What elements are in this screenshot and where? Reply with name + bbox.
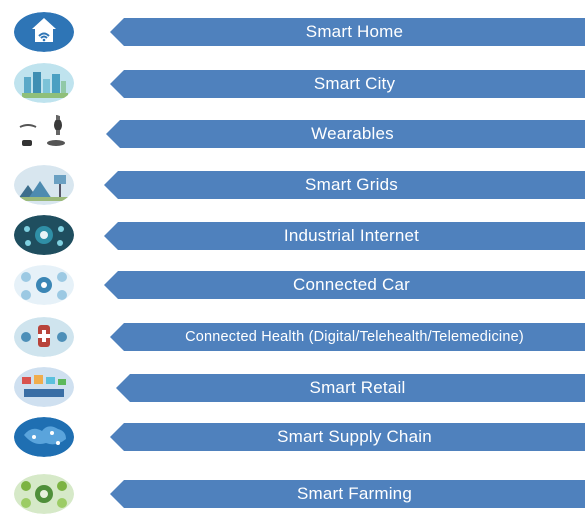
smart-farming-icon: [14, 474, 74, 514]
label-arrow-smart-retail: Smart Retail: [116, 374, 585, 402]
label-arrow-smart-home: Smart Home: [110, 18, 585, 46]
label-arrow-smart-grids: Smart Grids: [104, 171, 585, 199]
label-arrow-smart-farming: Smart Farming: [110, 480, 585, 508]
label-arrow-smart-supply-chain: Smart Supply Chain: [110, 423, 585, 451]
connected-car-icon: [14, 265, 74, 305]
smart-grids-icon: [14, 165, 74, 205]
smart-home-icon: [14, 12, 74, 52]
industrial-internet-icon: [14, 215, 74, 255]
wearables-icon: [14, 113, 74, 153]
connected-health-icon: [14, 317, 74, 357]
label-arrow-wearables: Wearables: [106, 120, 585, 148]
smart-supply-chain-icon: [14, 417, 74, 457]
label-arrow-connected-car: Connected Car: [104, 271, 585, 299]
smart-city-icon: [14, 63, 74, 103]
smart-retail-icon: [14, 367, 74, 407]
label-arrow-smart-city: Smart City: [110, 70, 585, 98]
label-arrow-industrial-internet: Industrial Internet: [104, 222, 585, 250]
label-arrow-connected-health: Connected Health (Digital/Telehealth/Tel…: [110, 323, 585, 351]
